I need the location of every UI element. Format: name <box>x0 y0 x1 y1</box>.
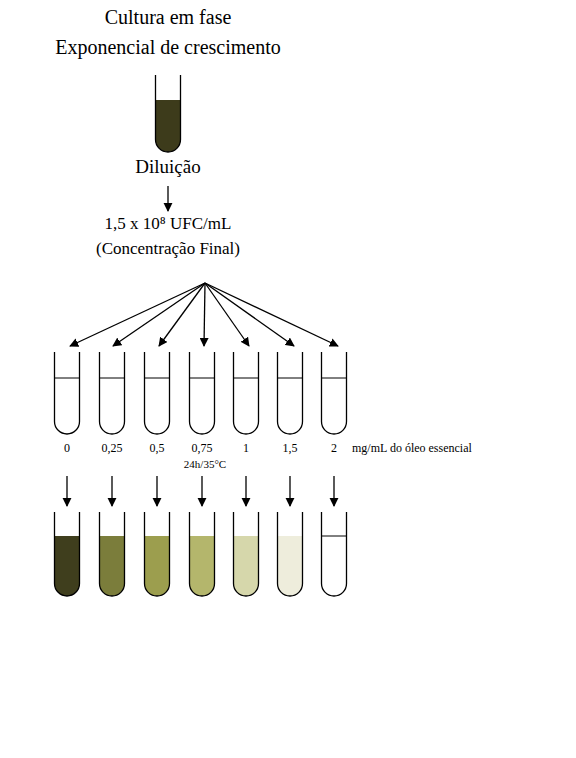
flow-arrow <box>205 283 249 346</box>
culture-liquid <box>234 536 259 596</box>
test-tube <box>145 512 170 596</box>
test-tube <box>278 352 303 434</box>
step-label: Diluição <box>135 156 200 179</box>
liquid-level <box>278 378 303 379</box>
dose-value: 0,25 <box>102 441 123 455</box>
liquid-level <box>234 378 259 379</box>
flow-arrow <box>66 476 67 506</box>
culture-liquid <box>55 536 80 596</box>
flow-arrow <box>245 476 246 506</box>
culture-liquid <box>100 536 125 596</box>
test-tube <box>278 512 303 596</box>
liquid-level <box>322 536 347 537</box>
test-tube <box>100 352 125 434</box>
flow-arrow <box>111 476 112 506</box>
dose-value: 0 <box>64 441 70 455</box>
flow-arrow <box>333 476 334 506</box>
test-tube <box>234 352 259 434</box>
flow-arrow <box>167 186 168 211</box>
liquid-level <box>145 378 170 379</box>
test-tube <box>322 512 347 596</box>
liquid-level <box>322 378 347 379</box>
flow-arrow <box>204 283 205 346</box>
liquid-level <box>55 378 80 379</box>
test-tube <box>156 75 181 152</box>
test-tube <box>145 352 170 434</box>
culture-liquid <box>145 536 170 596</box>
flow-arrow <box>156 476 157 506</box>
test-tube <box>100 512 125 596</box>
flow-arrow <box>201 476 202 506</box>
flow-arrow <box>205 283 294 346</box>
concentration-label: 1,5 x 10⁸ UFC/mL <box>105 214 232 234</box>
culture-liquid <box>156 100 181 152</box>
test-tube <box>55 512 80 596</box>
dose-value: 1 <box>243 441 249 455</box>
dose-value: 0,75 <box>192 441 213 455</box>
diagram-title: Cultura em fase Exponencial de crescimen… <box>43 2 293 62</box>
test-tube <box>55 352 80 434</box>
test-tube <box>190 512 215 596</box>
liquid-level <box>190 378 215 379</box>
culture-liquid <box>190 536 215 596</box>
test-tube <box>190 352 215 434</box>
flow-arrow <box>70 283 205 346</box>
flow-arrow <box>159 283 205 346</box>
dose-value: 1,5 <box>283 441 298 455</box>
dose-value: 2 <box>331 441 337 455</box>
concentration-note: (Concentração Final) <box>96 239 240 259</box>
flow-arrow <box>289 476 290 506</box>
test-tube <box>234 512 259 596</box>
dose-value: 0,5 <box>150 441 165 455</box>
incubation-label: 24h/35°C <box>182 458 228 471</box>
unit-label: mg/mL do óleo essencial <box>352 441 472 455</box>
test-tube <box>322 352 347 434</box>
liquid-level <box>100 378 125 379</box>
flow-arrow <box>205 283 338 346</box>
culture-liquid <box>278 536 303 596</box>
flow-arrow <box>113 283 205 346</box>
